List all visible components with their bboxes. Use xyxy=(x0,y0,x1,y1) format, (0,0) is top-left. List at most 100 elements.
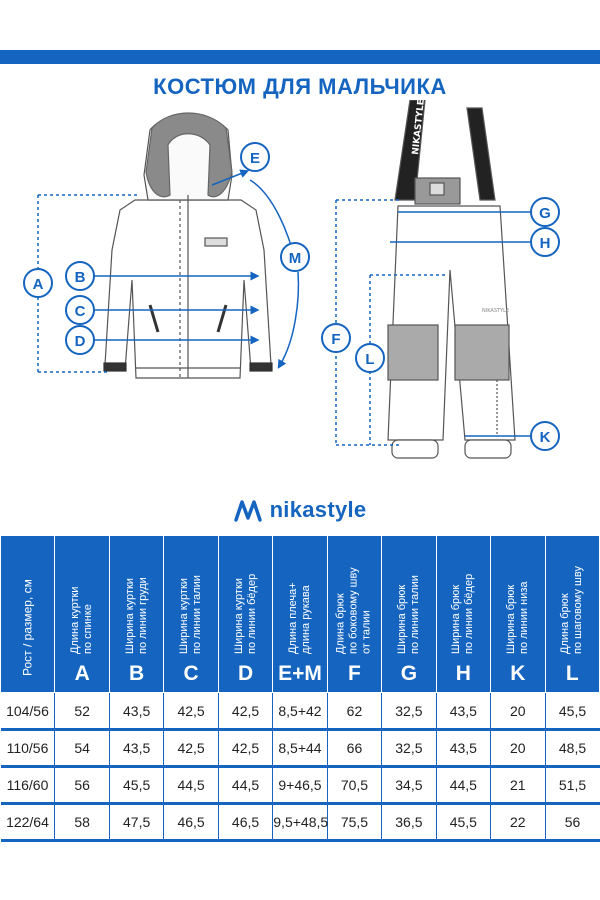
measurement-cell: 51,5 xyxy=(545,766,600,805)
measurement-cell: 66 xyxy=(327,729,383,768)
measurement-cell: 42,5 xyxy=(218,692,274,731)
jacket-drawing xyxy=(103,112,273,379)
dimension-markers: A B C D E M G H F L K xyxy=(23,142,560,451)
header-letter: E+M xyxy=(278,662,322,685)
header-label: Длина брюк по боковому шву от талии xyxy=(334,567,373,654)
measurement-cell: 8,5+42 xyxy=(272,692,328,731)
header-letter: G xyxy=(400,662,418,685)
garment-illustration: NIKASTYLE NIKASTYLE A B C D E M G H F L … xyxy=(23,100,560,459)
marker-l: L xyxy=(365,351,374,368)
measurement-cell: 62 xyxy=(327,692,383,731)
measurement-cell: 42,5 xyxy=(163,729,219,768)
header-letter: F xyxy=(348,662,361,685)
measurement-cell: 43,5 xyxy=(436,692,492,731)
size-table: Рост / размер, см Длина куртки по спинке… xyxy=(0,535,600,842)
measurement-cell: 70,5 xyxy=(327,766,383,805)
pants-tag-text: NIKASTYLE xyxy=(482,308,509,314)
size-cell: 104/56 xyxy=(0,692,56,731)
measurement-cell: 44,5 xyxy=(218,766,274,805)
measurement-cell: 44,5 xyxy=(436,766,492,805)
measurement-cell: 44,5 xyxy=(163,766,219,805)
header-letter: L xyxy=(565,662,579,685)
measurement-cell: 45,5 xyxy=(109,766,165,805)
measurement-cell: 43,5 xyxy=(109,692,165,731)
header-label: Длина куртки по спинке xyxy=(69,586,95,654)
marker-a: A xyxy=(33,276,44,293)
measurement-cell: 56 xyxy=(545,803,600,842)
size-cell: 110/56 xyxy=(0,729,56,768)
measurement-cell: 46,5 xyxy=(163,803,219,842)
measurement-cell: 45,5 xyxy=(545,692,600,731)
size-cell: 116/60 xyxy=(0,766,56,805)
header-label: Ширина куртки по линии бёдер xyxy=(232,573,258,654)
header-letter: C xyxy=(183,662,199,685)
header-size-label: Рост / размер, см xyxy=(20,579,35,676)
measurement-cell: 9+46,5 xyxy=(272,766,328,805)
header-letter: H xyxy=(455,662,471,685)
measurement-cell: 20 xyxy=(490,729,546,768)
nikastyle-logo-icon xyxy=(233,500,262,522)
marker-k: K xyxy=(540,429,551,446)
measurement-cell: 36,5 xyxy=(381,803,437,842)
header-letter: K xyxy=(510,662,526,685)
marker-b: B xyxy=(75,269,86,286)
measurement-cell: 46,5 xyxy=(218,803,274,842)
brand-name: nikastyle xyxy=(269,497,367,522)
size-cell: 122/64 xyxy=(0,803,56,842)
header-label: Ширина брюк по линии талии xyxy=(395,575,421,654)
marker-g: G xyxy=(539,205,551,222)
measurement-cell: 32,5 xyxy=(381,729,437,768)
measurement-cell: 42,5 xyxy=(163,692,219,731)
measurement-cell: 22 xyxy=(490,803,546,842)
header-label: Ширина куртки по линии талии xyxy=(178,575,204,654)
header-label: Длина брюк по шаговому шву xyxy=(559,566,585,654)
measurement-cell: 8,5+44 xyxy=(272,729,328,768)
measurement-cell: 75,5 xyxy=(327,803,383,842)
top-brand-bar xyxy=(0,50,600,64)
measurement-cell: 32,5 xyxy=(381,692,437,731)
size-table-header: Рост / размер, см Длина куртки по спинке… xyxy=(0,535,600,693)
header-letter: D xyxy=(237,662,254,685)
measurement-cell: 43,5 xyxy=(436,729,492,768)
measurement-cell: 21 xyxy=(490,766,546,805)
marker-d: D xyxy=(75,333,86,350)
pants-drawing xyxy=(387,100,516,459)
marker-c: C xyxy=(75,303,86,320)
marker-f: F xyxy=(331,331,340,348)
measurement-cell: 54 xyxy=(54,729,110,768)
measurement-cell: 56 xyxy=(54,766,110,805)
brand-logo: nikastyle xyxy=(0,495,600,525)
measurement-cell: 20 xyxy=(490,692,546,731)
marker-h: H xyxy=(540,235,551,252)
measurement-cell: 45,5 xyxy=(436,803,492,842)
header-letter: A xyxy=(74,662,90,685)
header-label: Длина плеча+ длина рукава xyxy=(286,582,312,654)
marker-m: M xyxy=(289,250,302,267)
header-size-column: Рост / размер, см xyxy=(0,535,56,693)
measurement-cell: 47,5 xyxy=(109,803,165,842)
measurement-cell: 58 xyxy=(54,803,110,842)
header-letter: B xyxy=(129,662,145,685)
marker-e: E xyxy=(250,150,260,167)
header-label: Ширина куртки по линии груди xyxy=(123,577,149,654)
measurement-cell: 34,5 xyxy=(381,766,437,805)
measurement-cell: 43,5 xyxy=(109,729,165,768)
measurement-cell: 42,5 xyxy=(218,729,274,768)
measurement-cell: 52 xyxy=(54,692,110,731)
header-label: Ширина брюк по линии низа xyxy=(504,581,530,655)
